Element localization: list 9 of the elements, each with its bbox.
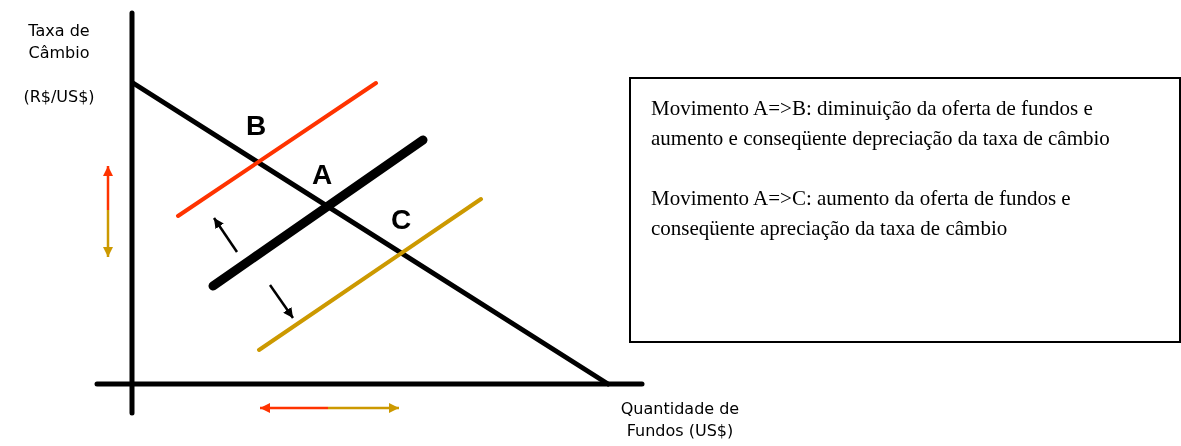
axis-label: (R$/US$) xyxy=(22,86,96,108)
point-label: B xyxy=(244,115,268,137)
note-text: Movimento A=>C: aumento da oferta de fundos e conseqüente apreciação da taxa de câmbio xyxy=(651,185,1072,242)
note-text: Movimento A=>B: diminuição da oferta de fundos e aumento e conseqüente depreciação da taxa de câmbio xyxy=(651,95,1111,152)
axis-label: Quantidade de Fundos (US$) xyxy=(619,398,741,442)
note-box xyxy=(629,77,1181,343)
axis-label: Taxa de Câmbio xyxy=(27,20,91,64)
point-label: C xyxy=(389,209,413,231)
point-label: A xyxy=(310,164,334,186)
